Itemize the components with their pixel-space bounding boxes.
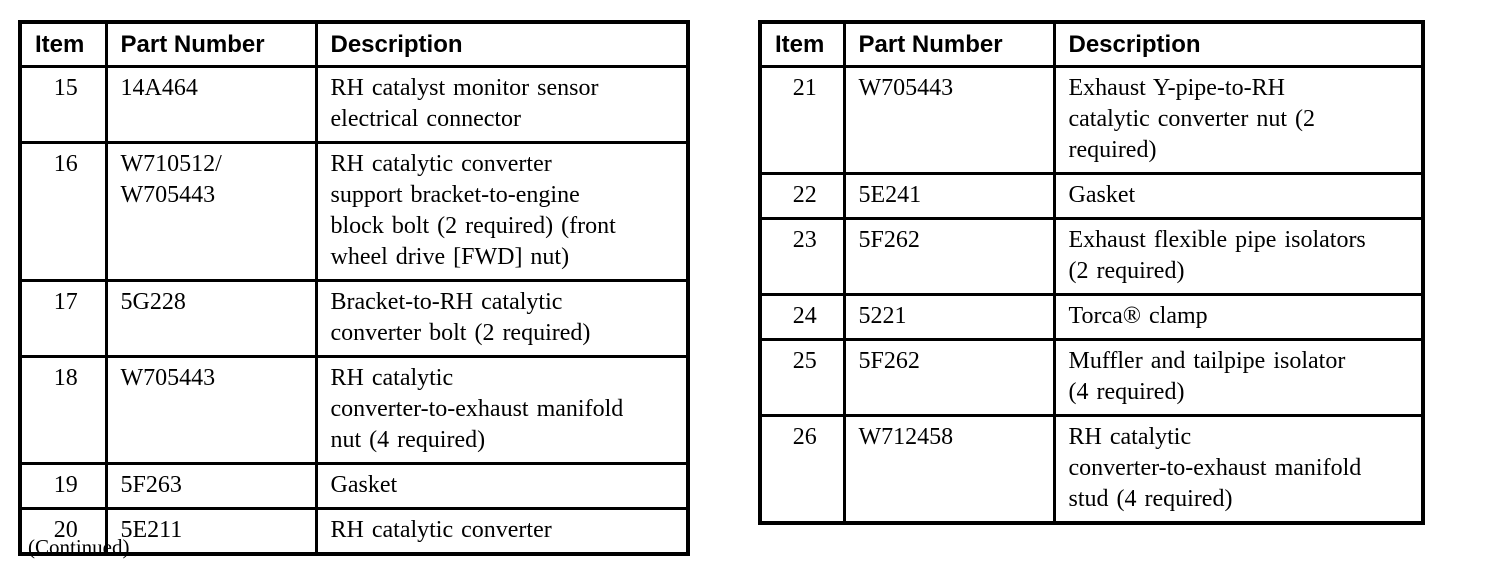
table-row: 22 5E241 Gasket (758, 172, 1425, 220)
column-header-part-number: Part Number (842, 20, 1056, 68)
item-cell: 23 (758, 217, 846, 296)
item-cell: 20 (18, 507, 108, 556)
part-number-cell: 5G228 (104, 279, 318, 358)
description-cell: RH catalytic converter (314, 507, 690, 556)
item-cell: 15 (18, 65, 108, 144)
column-header-description: Description (1052, 20, 1425, 68)
column-header-item: Item (758, 20, 846, 68)
table-row: 23 5F262 Exhaust flexible pipe isolators… (758, 217, 1425, 296)
description-cell: Bracket-to-RH catalytic converter bolt (… (314, 279, 690, 358)
item-cell: 22 (758, 172, 846, 220)
table-row: 25 5F262 Muffler and tailpipe isolator (… (758, 338, 1425, 417)
continued-label: (Continued) (28, 535, 130, 559)
parts-table-left: Item Part Number Description 15 14A464 R… (18, 20, 690, 556)
item-cell: 19 (18, 462, 108, 510)
description-cell: RH catalytic converter support bracket-t… (314, 141, 690, 282)
parts-table-right: Item Part Number Description 21 W705443 … (758, 20, 1425, 525)
item-cell: 25 (758, 338, 846, 417)
column-header-description: Description (314, 20, 690, 68)
part-number-cell: 5F262 (842, 217, 1056, 296)
part-number-cell: W705443 (104, 355, 318, 465)
column-header-part-number: Part Number (104, 20, 318, 68)
part-number-cell: 5E211 (104, 507, 318, 556)
item-cell: 17 (18, 279, 108, 358)
description-cell: Gasket (314, 462, 690, 510)
part-number-cell: 5F262 (842, 338, 1056, 417)
description-cell: Muffler and tailpipe isolator (4 require… (1052, 338, 1425, 417)
item-cell: 21 (758, 65, 846, 175)
description-cell: RH catalytic converter-to-exhaust manifo… (1052, 414, 1425, 525)
header-row: Item Part Number Description (18, 20, 690, 68)
part-number-cell: W705443 (842, 65, 1056, 175)
description-cell: Gasket (1052, 172, 1425, 220)
part-number-cell: 5221 (842, 293, 1056, 341)
part-number-cell: 5E241 (842, 172, 1056, 220)
header-row: Item Part Number Description (758, 20, 1425, 68)
description-cell: Exhaust Y-pipe-to-RH catalytic converter… (1052, 65, 1425, 175)
item-cell: 16 (18, 141, 108, 282)
table-row: 17 5G228 Bracket-to-RH catalytic convert… (18, 279, 690, 358)
table-row: 15 14A464 RH catalyst monitor sensor ele… (18, 65, 690, 144)
description-cell: RH catalytic converter-to-exhaust manifo… (314, 355, 690, 465)
part-number-cell: W712458 (842, 414, 1056, 525)
part-number-cell: 14A464 (104, 65, 318, 144)
column-header-item: Item (18, 20, 108, 68)
table-row: 18 W705443 RH catalytic converter-to-exh… (18, 355, 690, 465)
item-cell: 26 (758, 414, 846, 525)
description-cell: RH catalyst monitor sensor electrical co… (314, 65, 690, 144)
part-number-cell: W710512/ W705443 (104, 141, 318, 282)
item-cell: 18 (18, 355, 108, 465)
table-row: 16 W710512/ W705443 RH catalytic convert… (18, 141, 690, 282)
table-row: 19 5F263 Gasket (18, 462, 690, 510)
table-row: 21 W705443 Exhaust Y-pipe-to-RH catalyti… (758, 65, 1425, 175)
part-number-cell: 5F263 (104, 462, 318, 510)
table-row: 24 5221 Torca® clamp (758, 293, 1425, 341)
table-row: 26 W712458 RH catalytic converter-to-exh… (758, 414, 1425, 525)
description-cell: Exhaust flexible pipe isolators (2 requi… (1052, 217, 1425, 296)
item-cell: 24 (758, 293, 846, 341)
table-row: 20 5E211 RH catalytic converter (18, 507, 690, 556)
description-cell: Torca® clamp (1052, 293, 1425, 341)
